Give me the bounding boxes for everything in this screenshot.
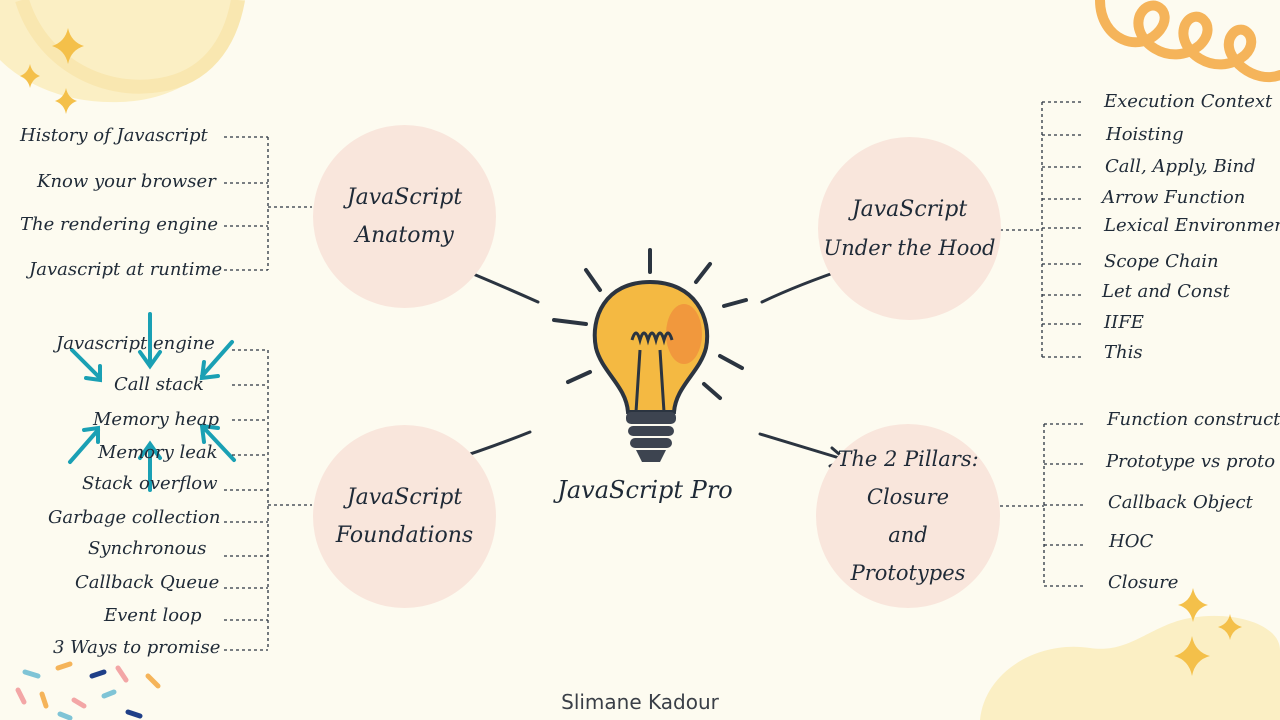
sparkle-icon (1174, 636, 1210, 676)
topic-title: Foundations (335, 522, 474, 548)
leaf-item: Synchronous (88, 538, 207, 559)
leaf-item: Callback Object (1108, 492, 1253, 513)
leaf-item: Javascript engine (56, 333, 215, 354)
leaf-item: Memory leak (98, 442, 218, 463)
topic-two-pillars: The 2 Pillars: Closure and Prototypes (816, 424, 1000, 608)
topic-title: Under the Hood (823, 235, 996, 260)
leaf-item: History of Javascript (20, 125, 208, 146)
leaf-item: Let and Const (1102, 281, 1230, 302)
leaf-item: 3 Ways to promise (53, 637, 221, 658)
sparkle-icon (20, 64, 40, 88)
topic-title: JavaScript (346, 484, 463, 510)
sparkle-icon (1218, 614, 1242, 640)
leaf-item: Arrow Function (1102, 187, 1246, 208)
topic-title: The 2 Pillars: (837, 447, 979, 471)
topic-title: Closure (866, 485, 950, 509)
topic-title: Anatomy (355, 222, 454, 248)
topic-title: Prototypes (850, 561, 966, 585)
leaf-item: Know your browser (37, 171, 216, 192)
topic-foundations: JavaScript Foundations (313, 425, 496, 608)
topic-anatomy: JavaScript Anatomy (313, 125, 496, 308)
leaf-item: IIFE (1104, 312, 1144, 333)
swirl-top-right (1095, 0, 1280, 82)
sparkle-icon (1178, 588, 1208, 622)
author-name: Slimane Kadour (561, 690, 719, 714)
topic-title: JavaScript (851, 196, 968, 222)
leaf-item: Closure (1108, 572, 1179, 593)
leaf-item: Memory heap (93, 409, 219, 430)
leaf-item: Event loop (104, 605, 202, 626)
topic-title: and (888, 523, 928, 547)
leaf-item: Hoisting (1106, 124, 1184, 145)
leaf-item: Scope Chain (1104, 251, 1219, 272)
leaf-item: Call, Apply, Bind (1105, 156, 1256, 177)
center-title: JavaScript Pro (557, 476, 733, 504)
corner-ring-top-left (15, 0, 245, 94)
sparkle-icon (52, 28, 84, 64)
leaf-item: Garbage collection (48, 507, 221, 528)
leaf-item: Stack overflow (82, 473, 218, 494)
leaf-item: Prototype vs proto (1106, 451, 1276, 472)
leaf-item: Function constructor (1107, 409, 1280, 430)
leaf-item: The rendering engine (20, 214, 218, 235)
leaf-item: Execution Context (1104, 91, 1273, 112)
leaf-item: Callback Queue (75, 572, 220, 593)
corner-blob-bottom-right (980, 615, 1280, 720)
leaf-item: HOC (1109, 531, 1154, 552)
sparkle-icon (55, 88, 77, 114)
confetti (15, 661, 161, 720)
topic-under-the-hood: JavaScript Under the Hood (818, 137, 1001, 320)
leaf-item: This (1104, 342, 1143, 363)
leaf-item: Call stack (114, 374, 204, 395)
leaf-item: Lexical Environment (1104, 215, 1280, 236)
leaf-item: Javascript at runtime (29, 259, 223, 280)
focus-arrows (68, 312, 236, 492)
topic-title: JavaScript (346, 184, 463, 210)
lightbulb-icon (552, 248, 748, 462)
